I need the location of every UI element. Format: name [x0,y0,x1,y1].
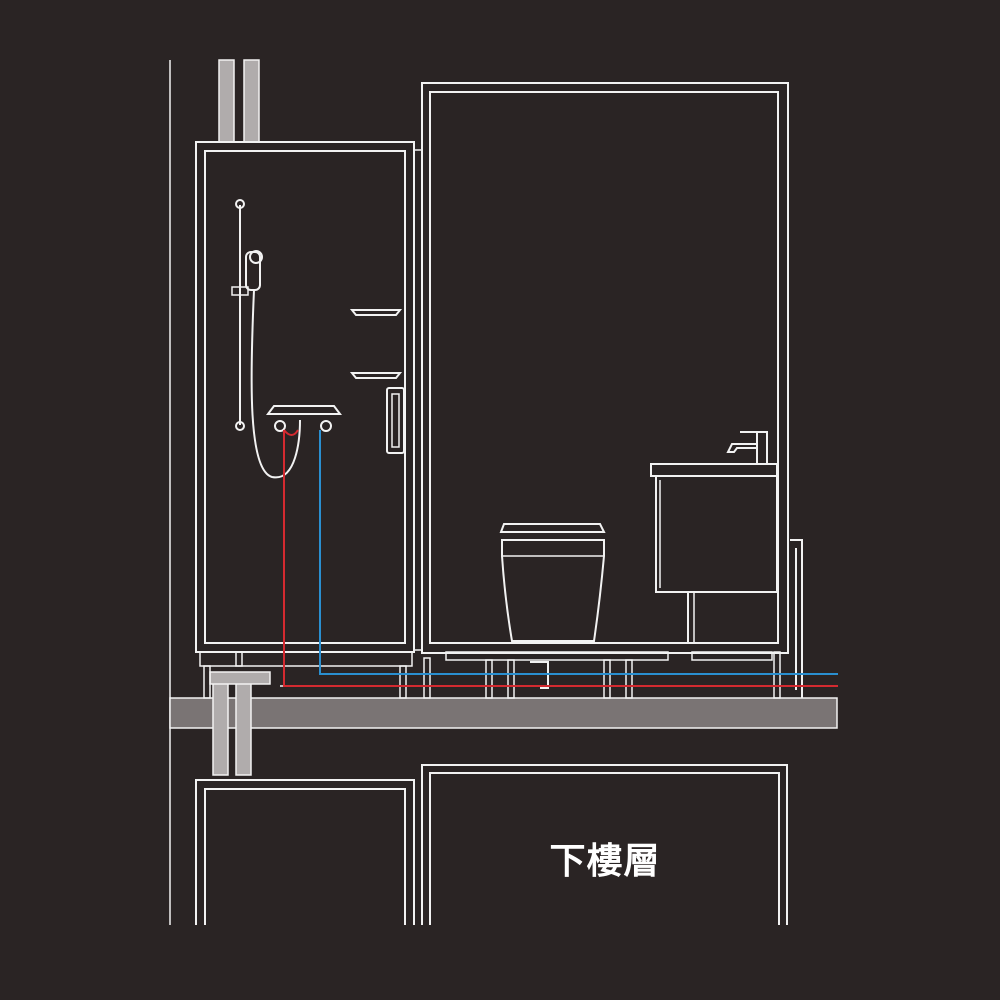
hot-water-pipe-top [283,429,299,436]
toilet-room-unit [413,82,789,661]
lower-floor-label: 下樓層 [549,841,661,882]
cold-water-pipe [319,430,838,675]
shelf-icon [349,309,403,379]
shower-unit [195,141,415,667]
drain-pipe [209,671,271,776]
toilet-icon [499,523,606,642]
riser-pipe [790,539,803,698]
shower-mixer [266,405,342,432]
exhaust-duct [218,59,260,143]
shower-head-icon [231,199,301,479]
floor-slab [169,697,838,729]
faucet-icon [726,431,768,465]
hot-water-pipe [283,430,838,687]
vanity-cabinet-icon [650,463,778,643]
lower-floor-units [195,764,788,925]
support-legs [203,651,781,699]
door-handle-icon [386,387,405,454]
